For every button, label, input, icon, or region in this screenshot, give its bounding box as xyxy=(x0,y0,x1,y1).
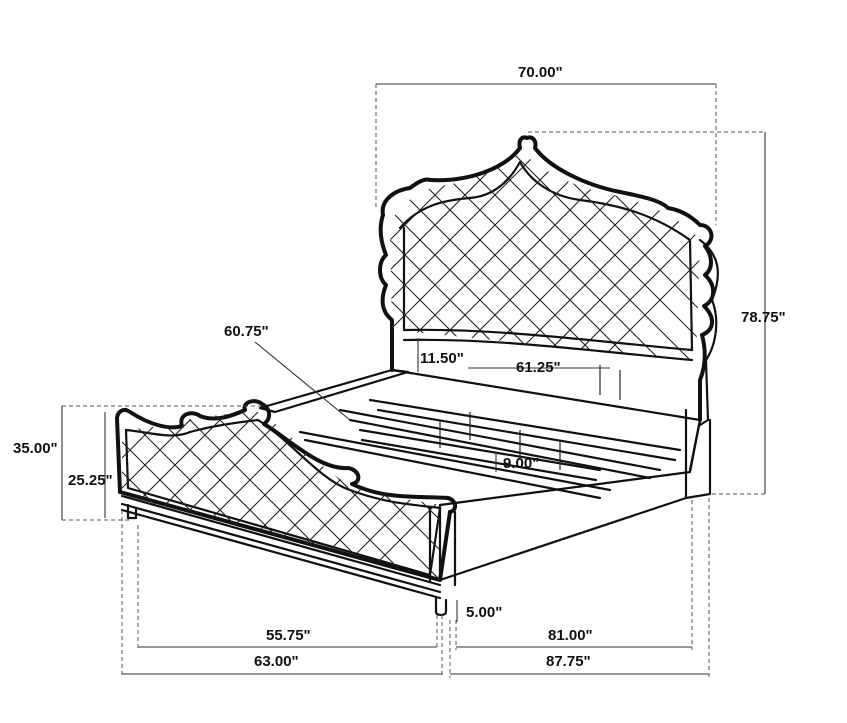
dim-footboard-inner-width: 55.75" xyxy=(266,627,311,644)
dimension-lines xyxy=(61,83,766,678)
headboard-tufting xyxy=(390,150,700,360)
footboard-tufting xyxy=(122,412,440,580)
dim-inner-width: 61.25" xyxy=(516,359,561,376)
dim-footboard-height: 35.00" xyxy=(13,440,58,457)
dim-slat-gap: 9.00" xyxy=(503,455,539,472)
dimension-labels: 70.00" 78.75" 60.75" 11.50" 61.25" 9.00"… xyxy=(13,64,786,670)
dim-headboard-height: 78.75" xyxy=(741,309,786,326)
dim-overall-length: 87.75" xyxy=(546,653,591,670)
dim-footboard-overall-width: 63.00" xyxy=(254,653,299,670)
dim-leg-height: 5.00" xyxy=(466,604,502,621)
dim-inner-length: 81.00" xyxy=(548,627,593,644)
dim-side-rail-length: 60.75" xyxy=(224,323,269,340)
footboard xyxy=(115,399,457,617)
headboard xyxy=(378,135,719,500)
dim-slat-clearance: 11.50" xyxy=(420,350,464,367)
dim-footboard-panel-height: 25.25" xyxy=(68,472,113,489)
dim-top-width: 70.00" xyxy=(518,64,563,81)
